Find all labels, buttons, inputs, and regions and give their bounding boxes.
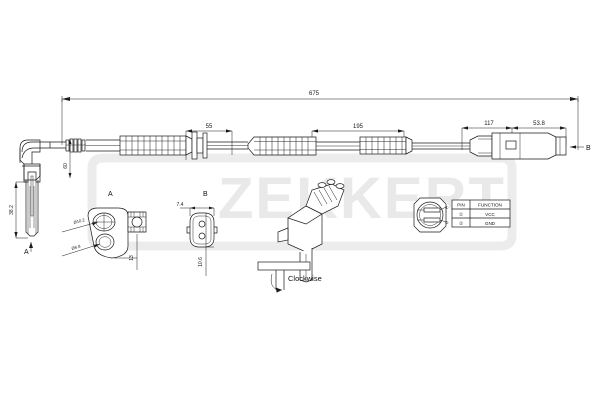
section-marker-b-right: B <box>570 145 591 152</box>
dim-675-label: 675 <box>309 91 320 97</box>
dim-13-label: 13 <box>129 255 135 261</box>
dim-53-8-label: 53.8 <box>533 121 545 127</box>
dim-hole-small-label: Ø6.8 <box>71 243 82 251</box>
sensor-head-perspective-view <box>277 179 345 283</box>
bracket-hole-small <box>95 233 115 251</box>
ribbed-sleeve-2 <box>247 136 317 156</box>
dim-38-2-label: 38.2 <box>9 205 15 215</box>
clockwise-note: Clockwise <box>257 261 322 293</box>
cable-segment-1 <box>86 139 120 152</box>
sensor-assembly-main-view: 38.2 A 60 <box>9 131 591 256</box>
section-marker-a-bottom: A <box>24 242 33 256</box>
dim-hole-large-label: Ø10.2 <box>73 217 86 225</box>
dimension-10-6: 10.6 <box>198 213 214 276</box>
dim-117-label: 117 <box>484 121 494 127</box>
bracket-hole-large <box>92 212 116 232</box>
dimension-hole-small: Ø6.8 <box>61 243 101 257</box>
dim-7-4-label: 7.4 <box>177 202 184 208</box>
section-a-a-bracket-detail: Ø10.2 Ø6.8 13 <box>61 207 147 270</box>
dim-195-label: 195 <box>353 124 364 130</box>
pin-table-row-1-function: VCC <box>485 212 495 217</box>
connector-pin-1-label: ① <box>445 205 449 210</box>
dim-10-6-label: 10.6 <box>198 257 204 267</box>
section-b-b-cable-cross-section: 7.4 10.6 <box>177 202 218 276</box>
section-a-bottom-label: A <box>24 249 29 256</box>
dimension-60: 60 <box>63 139 72 178</box>
connector-right <box>469 132 567 160</box>
dimension-overall-675: 675 <box>61 91 579 150</box>
dimension-hole-large: Ø10.2 <box>61 217 99 233</box>
pin-table-row-2-function: GND <box>485 221 496 226</box>
connector-pin-2-label: ② <box>445 220 449 225</box>
pin-function-table: PIN FUNCTION ① VCC ② GND <box>451 199 511 228</box>
cable-segment-4 <box>412 142 470 150</box>
dim-55-label: 55 <box>206 124 213 130</box>
pin-table-row-2-pin: ② <box>459 221 464 226</box>
section-a-top-label: A <box>108 191 113 198</box>
dimension-38-2: 38.2 <box>9 181 28 239</box>
dimension-13: 13 <box>114 234 138 270</box>
connector-end-face-view: ① ② <box>413 197 449 233</box>
cable-segment-2 <box>207 141 248 150</box>
pin-table-header-function: FUNCTION <box>478 203 502 208</box>
dim-60-label: 60 <box>63 163 69 169</box>
section-b-left-label: B <box>203 191 208 198</box>
ribbed-sleeve-1 <box>119 135 193 156</box>
dimension-7-4: 7.4 <box>177 202 215 216</box>
dimension-53-8: 53.8 <box>512 121 567 145</box>
pin-table-row-1-pin: ① <box>459 212 464 217</box>
sensor-head-left <box>19 138 86 237</box>
cable-segment-3 <box>316 141 360 151</box>
section-b-right-label: B <box>586 145 591 152</box>
ribbed-sleeve-3 <box>359 136 413 155</box>
pin-table-header-pin: PIN <box>457 203 465 208</box>
clockwise-label: Clockwise <box>288 274 322 283</box>
